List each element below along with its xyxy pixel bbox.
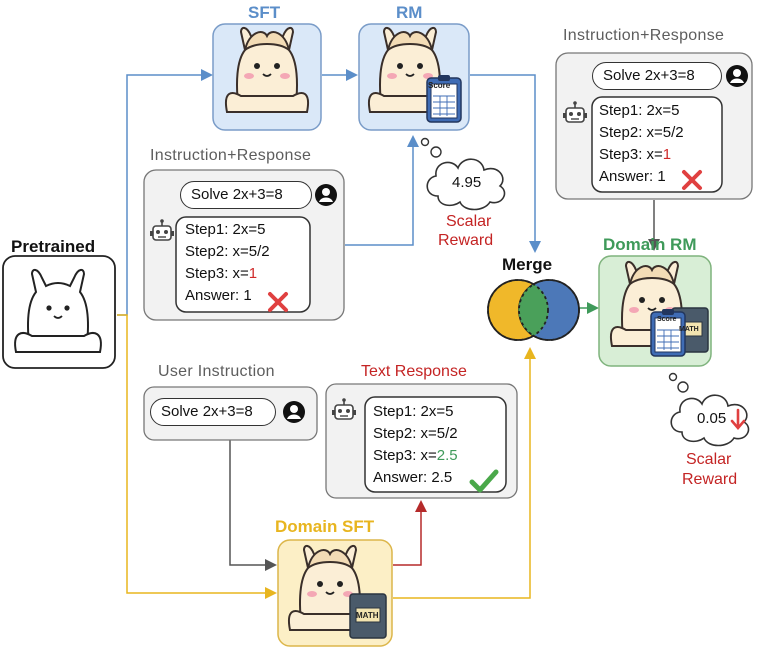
sft-label: SFT	[248, 3, 281, 22]
user-icon	[726, 65, 748, 87]
left-instruction-response-label: Instruction+Response	[150, 147, 312, 164]
user-icon	[283, 401, 305, 423]
left-answer: Answer: 1	[185, 287, 252, 304]
check-mark-icon	[469, 469, 499, 493]
left-step3: Step3: x=1	[185, 265, 258, 282]
scalar-reward-bottom-line1: Scalar	[686, 451, 732, 468]
correct-step3: Step3: x=2.5	[373, 447, 458, 464]
right-step2: Step2: x=5/2	[599, 124, 684, 141]
scalar-reward-top-line2: Reward	[438, 232, 494, 249]
correct-step2: Step2: x=5/2	[373, 425, 458, 442]
merge-venn-diagram	[487, 279, 580, 341]
domain-rm-label: Domain RM	[603, 235, 697, 254]
question-pill-user: Solve 2x+3=8	[150, 398, 276, 426]
cross-mark-icon	[682, 170, 702, 190]
right-step3: Step3: x=1	[599, 146, 672, 163]
reward-value-bottom: 0.05	[697, 410, 727, 427]
pretrained-label: Pretrained	[11, 237, 96, 256]
pretrained-model-box	[2, 255, 116, 369]
red-connector	[393, 500, 427, 566]
user-instruction-label: User Instruction	[158, 363, 275, 380]
text-response-panel	[325, 383, 518, 499]
down-arrow-icon	[730, 408, 746, 430]
scalar-reward-bottom-line2: Reward	[682, 471, 738, 488]
reward-cloud-top	[420, 137, 506, 211]
right-instruction-response-label: Instruction+Response	[563, 27, 725, 44]
score-badge-text: Score	[657, 316, 677, 323]
reward-cloud-bottom	[668, 372, 750, 447]
scalar-reward-top-line1: Scalar	[446, 213, 492, 230]
rm-label: RM	[396, 3, 423, 22]
gold-connectors	[117, 314, 536, 599]
correct-step1: Step1: 2x=5	[373, 403, 454, 420]
math-badge-text: MATH	[679, 326, 699, 333]
rm-model-box	[358, 23, 470, 131]
question-pill-right: Solve 2x+3=8	[592, 62, 722, 90]
domain-sft-model-box	[277, 539, 393, 647]
domain-sft-label: Domain SFT	[275, 517, 375, 536]
right-answer: Answer: 1	[599, 168, 666, 185]
question-pill-left: Solve 2x+3=8	[180, 181, 312, 209]
text-response-label: Text Response	[361, 363, 467, 380]
right-step1: Step1: 2x=5	[599, 102, 680, 119]
cross-mark-icon	[268, 292, 288, 312]
score-badge-text: Score	[428, 81, 451, 90]
user-icon	[315, 184, 337, 206]
left-step1: Step1: 2x=5	[185, 221, 266, 238]
gray-connectors	[229, 200, 660, 571]
left-step2: Step2: x=5/2	[185, 243, 270, 260]
domain-rm-model-box	[598, 255, 712, 367]
sft-model-box	[212, 23, 322, 131]
math-badge-text: MATH	[356, 611, 379, 620]
correct-answer: Answer: 2.5	[373, 469, 453, 486]
merge-label: Merge	[502, 255, 553, 274]
reward-value-top: 4.95	[452, 174, 482, 191]
